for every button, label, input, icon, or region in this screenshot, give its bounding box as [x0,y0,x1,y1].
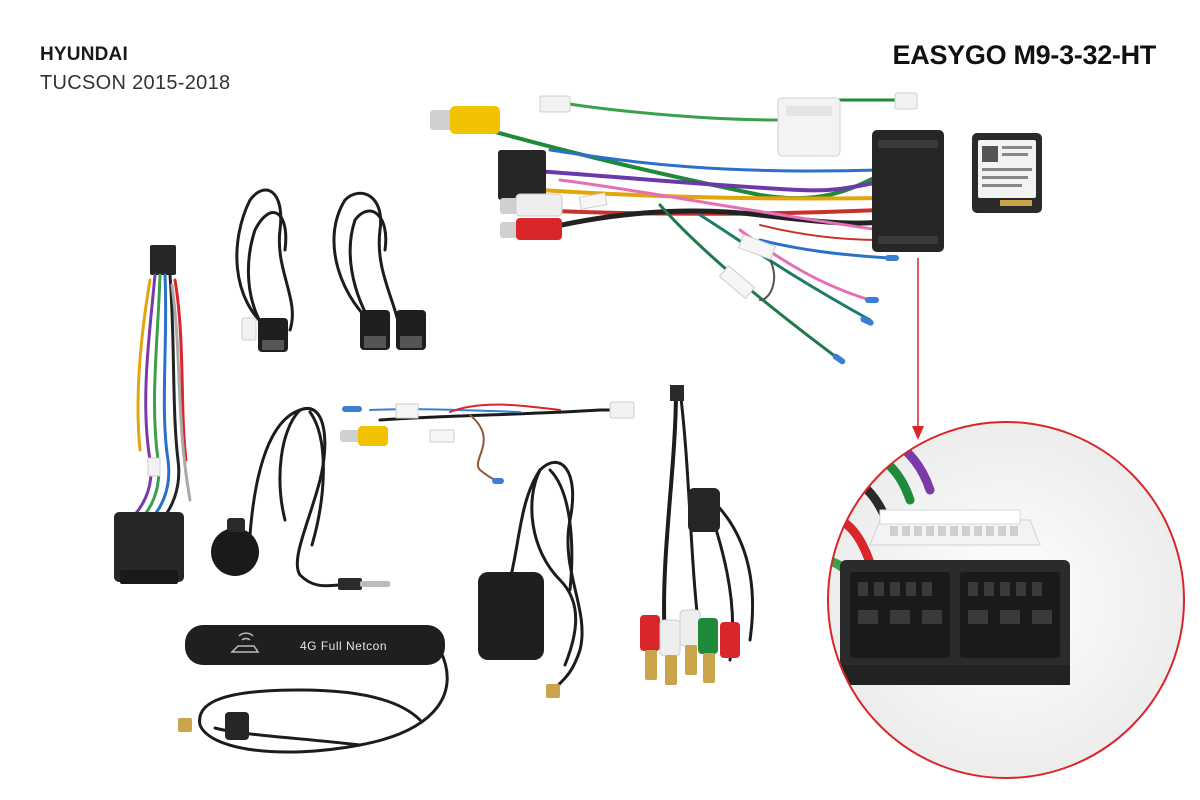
main-harness [430,92,1042,365]
4g-antenna: 4G Full Netcon [178,625,449,754]
gps-antenna [478,460,584,698]
product-sku: EASYGO M9-3-32-HT [892,40,1157,70]
brand-title: HYUNDAI [40,44,128,65]
usb-cables [235,188,402,332]
callout-arrow [912,258,924,440]
model-subtitle: TUCSON 2015-2018 [40,72,231,94]
antenna-label: 4G Full Netcon [300,639,387,653]
usb-plugs [241,310,426,352]
connector-closeup [827,421,1185,779]
car-signal-icon [230,632,260,653]
av-cable [340,401,635,484]
microphone [211,406,390,590]
rca-harness [640,385,754,685]
iso-harness [114,245,192,584]
